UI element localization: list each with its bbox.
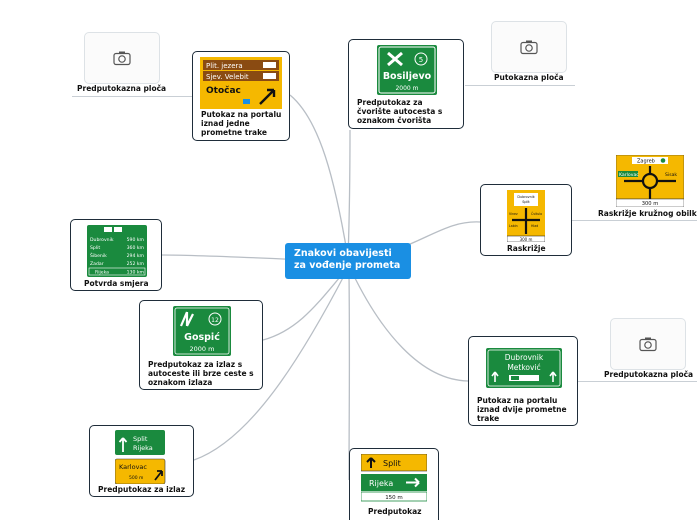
sign-izlaz-dist: 500 m (129, 475, 143, 481)
sign-raskrizje-left: Vinez (509, 212, 518, 216)
sign-potvrda-km-4: 252 km (127, 261, 145, 267)
node-predputokaz-caption: Predputokaz (368, 507, 422, 516)
node-predputokaz-izlaz-autoceste[interactable]: 12 Gospić 2000 m Predputokaz za izlaz s … (139, 300, 263, 390)
sign-gospic-num: 12 (211, 317, 219, 324)
floating-underline (578, 381, 697, 382)
caption-line: iznad dvije prometne (477, 405, 567, 414)
sign-predputokaz-dist: 150 m (385, 495, 403, 501)
central-topic[interactable]: Znakovi obavijesti za vođenje prometa (285, 243, 411, 279)
sign-dubrovnik-line1: Dubrovnik (505, 353, 544, 362)
sign-bosiljevo-num: 5 (419, 56, 423, 64)
sign-otocac-image: Plit. jezera Sjev. Velebit Otočac (200, 57, 282, 109)
floating-label-right-top: Putokazna ploča (494, 73, 564, 82)
image-placeholder-right-bottom[interactable] (610, 318, 686, 370)
caption-line: oznakom izlaza (148, 378, 213, 387)
camera-icon (520, 40, 538, 55)
caption-line: oznakom čvorišta (357, 116, 432, 125)
sign-bosiljevo-image: 5 Bosiljevo 2000 m (377, 45, 437, 95)
floating-underline (572, 220, 697, 221)
sign-gospic-name: Gospić (184, 332, 220, 343)
central-line-1: Znakovi obavijesti (294, 248, 392, 259)
node-predputokaz[interactable]: Split Rijeka 150 m Predputokaz (349, 448, 439, 520)
node-potvrda-smjera[interactable]: Dubrovnik 590 km Split 360 km Šibenik 29… (70, 219, 162, 291)
node-predputokaz-za-izlaz[interactable]: Split Rijeka Karlovac 500 m Predputokaz … (89, 425, 194, 497)
sign-izlaz-image: Split Rijeka Karlovac 500 m (115, 430, 166, 484)
node-gospic-caption: Predputokaz za izlaz s autoceste ili brz… (148, 360, 254, 387)
node-otocac-caption: Putokaz na portalu iznad jedne prometne … (201, 110, 281, 137)
image-placeholder-right-top[interactable] (491, 21, 567, 73)
sign-raskrizje-left2: Labin (509, 224, 518, 228)
sign-potvrda-image: Dubrovnik 590 km Split 360 km Šibenik 29… (87, 225, 147, 277)
caption-line: Putokaz na portalu (201, 110, 282, 119)
sign-potvrda-name-4: Zadar (90, 261, 104, 267)
sign-potvrda-name-5: Rijeka (95, 270, 109, 276)
sign-raskrizje-top2: Split (522, 200, 530, 204)
caption-line: Predputokaz za izlaz s (148, 360, 243, 369)
node-dubrovnik-caption: Putokaz na portalu iznad dvije prometne … (477, 396, 567, 423)
caption-line: trake (477, 414, 500, 423)
node-raskrizje-caption: Raskrižje (507, 244, 546, 253)
sign-potvrda-name-1: Dubrovnik (90, 237, 114, 243)
sign-raskrizje-image: Dubrovnik Split Vinez Labin Čvitulo Hlad… (507, 190, 545, 242)
sign-predputokaz-y: Split (383, 459, 401, 468)
caption-line: čvorište autocesta s (357, 107, 443, 116)
sign-otocac-row1: Plit. jezera (206, 62, 243, 70)
sign-izlaz-g2: Rijeka (133, 444, 153, 452)
sign-otocac-row3: Otočac (206, 85, 241, 96)
sign-roundabout-image: Zagreb Karlovac Sisak 300 m (616, 155, 684, 207)
sign-raskrizje-right: Čvitulo (531, 211, 542, 216)
sign-potvrda-name-3: Šibenik (90, 252, 107, 259)
node-bosiljevo-caption: Predputokaz za čvorište autocesta s ozna… (357, 98, 442, 125)
sign-otocac-row2: Sjev. Velebit (206, 73, 249, 81)
floating-underline (465, 85, 575, 86)
floating-label-roundabout: Raskrižje kružnog obilk (598, 209, 697, 218)
sign-dubrovnik-image: Dubrovnik Metković (486, 348, 562, 388)
caption-line: autoceste ili brze ceste s (148, 369, 254, 378)
sign-potvrda-km-5: 130 km (127, 270, 145, 276)
sign-izlaz-y1: Karlovac (119, 463, 147, 471)
sign-potvrda-name-2: Split (90, 245, 100, 251)
sign-raskrizje-dist: 300 m (520, 237, 533, 242)
node-predputokaz-cvoriste[interactable]: 5 Bosiljevo 2000 m Predputokaz za čvoriš… (348, 39, 464, 129)
sign-potvrda-km-2: 360 km (127, 245, 145, 251)
sign-potvrda-km-3: 294 km (127, 253, 145, 259)
node-putokaz-portal-jedna[interactable]: Plit. jezera Sjev. Velebit Otočac Putoka… (192, 51, 290, 141)
node-izlaz-caption: Predputokaz za izlaz (98, 485, 186, 494)
camera-icon (639, 337, 657, 352)
sign-roundabout-dist: 300 m (642, 201, 659, 207)
caption-line: prometne trake (201, 128, 267, 137)
node-putokaz-portal-dvije[interactable]: Dubrovnik Metković Putokaz na portalu iz… (468, 336, 578, 426)
sign-izlaz-g1: Split (133, 435, 148, 443)
sign-gospic-image: 12 Gospić 2000 m (173, 306, 231, 356)
sign-roundabout-left: Karlovac (619, 172, 639, 178)
sign-roundabout-right: Sisak (665, 172, 677, 178)
sign-roundabout-top: Zagreb (637, 159, 655, 165)
central-line-2: za vođenje prometa (294, 260, 401, 271)
caption-line: Putokaz na portalu (477, 396, 558, 405)
floating-label-right-bottom: Predputokazna ploča (604, 370, 694, 379)
sign-dubrovnik-line2: Metković (507, 363, 540, 372)
sign-potvrda-km-1: 590 km (127, 237, 145, 243)
sign-bosiljevo-dist: 2000 m (395, 85, 418, 92)
sign-bosiljevo-name: Bosiljevo (383, 71, 432, 82)
caption-line: iznad jedne (201, 119, 250, 128)
sign-predputokaz-g: Rijeka (369, 479, 393, 488)
floating-label-left-top: Predputokazna ploča (77, 84, 167, 93)
sign-gospic-dist: 2000 m (190, 345, 215, 353)
sign-predputokaz-image: Split Rijeka 150 m (361, 454, 427, 502)
image-placeholder-left-top[interactable] (84, 32, 160, 84)
sign-raskrizje-right2: Hlad (531, 224, 538, 228)
node-raskrizje[interactable]: Dubrovnik Split Vinez Labin Čvitulo Hlad… (480, 184, 572, 256)
camera-icon (113, 51, 131, 66)
sign-raskrizje-top: Dubrovnik (517, 195, 534, 199)
node-potvrda-caption: Potvrda smjera (84, 279, 149, 288)
caption-line: Predputokaz za (357, 98, 423, 107)
floating-underline (72, 96, 192, 97)
